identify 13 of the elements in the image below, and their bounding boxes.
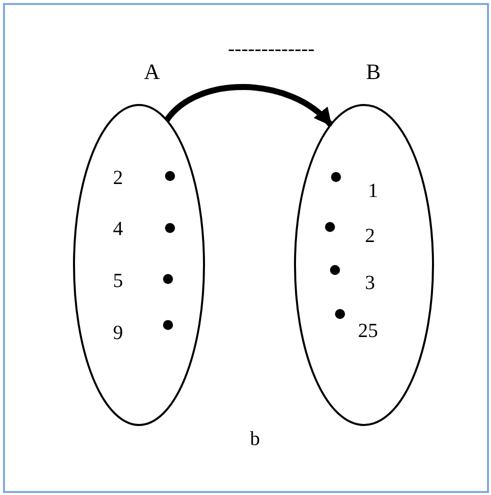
set-name: A	[144, 60, 160, 84]
arrow	[164, 84, 333, 127]
set-element: 2	[113, 167, 123, 189]
set-element: 1	[368, 180, 378, 202]
blank-line: -------------	[228, 38, 315, 60]
set-element: 2	[365, 225, 375, 247]
set-element: 5	[113, 270, 123, 292]
set-element: 9	[113, 322, 123, 344]
set-element: 3	[365, 272, 375, 294]
set-element: 4	[113, 218, 123, 240]
set-element: 25	[358, 320, 378, 342]
caption-letter: b	[250, 428, 260, 450]
set-name: B	[366, 60, 381, 84]
